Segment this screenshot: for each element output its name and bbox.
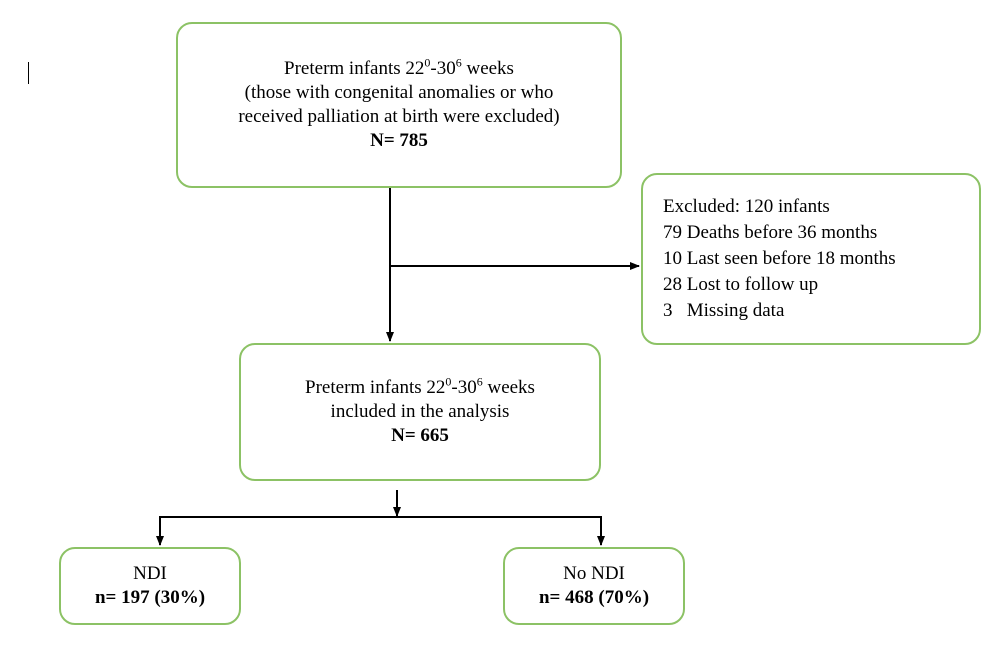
excluded-item: 79 Deaths before 36 months: [663, 222, 878, 243]
box-preterm-infants-total: Preterm infants 220-306 weeks (those wit…: [176, 22, 622, 188]
excluded-item: 28 Lost to follow up: [663, 274, 819, 295]
box-included-analysis: Preterm infants 220-306 weeks included i…: [239, 343, 601, 481]
top-box-line2: (those with congenital anomalies or who: [244, 82, 554, 103]
included-box-line2: included in the analysis: [330, 401, 510, 422]
included-box-count: N= 665: [391, 425, 449, 446]
no-ndi-count: n= 468 (70%): [538, 587, 650, 608]
ndi-label: NDI: [133, 563, 167, 584]
included-box-line1: Preterm infants 220-306 weeks: [305, 374, 535, 398]
excluded-title: Excluded: 120 infants: [663, 196, 830, 217]
top-box-line1: Preterm infants 220-306 weeks: [284, 55, 514, 79]
no-ndi-label: No NDI: [563, 563, 625, 584]
box-excluded: Excluded: 120 infants 79 Deaths before 3…: [641, 173, 981, 345]
box-ndi: NDI n= 197 (30%): [59, 547, 241, 625]
ndi-count: n= 197 (30%): [94, 587, 206, 608]
text-cursor: [28, 62, 29, 84]
top-box-line3: received palliation at birth were exclud…: [238, 106, 560, 127]
excluded-item: 3 Missing data: [663, 300, 785, 321]
excluded-item: 10 Last seen before 18 months: [663, 248, 896, 269]
box-no-ndi: No NDI n= 468 (70%): [503, 547, 685, 625]
top-box-count: N= 785: [370, 130, 428, 151]
